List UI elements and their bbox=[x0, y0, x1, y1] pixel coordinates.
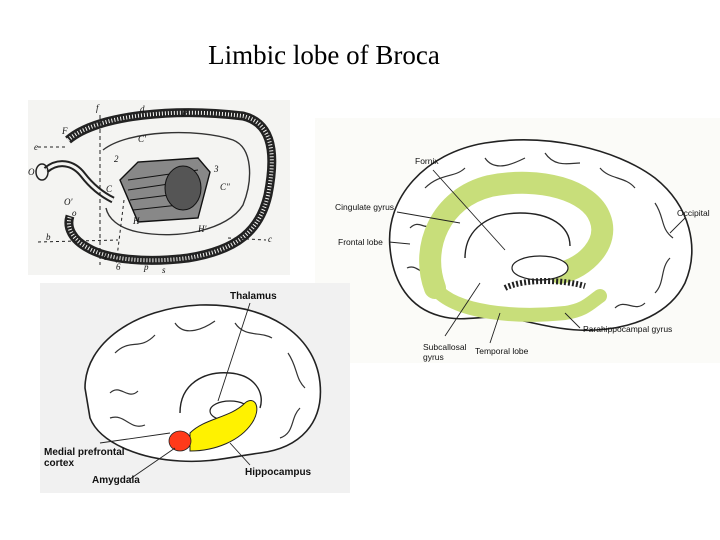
leader-cingulate bbox=[396, 211, 461, 224]
block-hatching bbox=[127, 169, 199, 211]
thalamus-shape bbox=[511, 255, 569, 281]
amygdala-region bbox=[168, 430, 192, 452]
leader-parahippocampal bbox=[564, 312, 581, 329]
leader-thalamus bbox=[217, 302, 251, 402]
limbic-band-highlight bbox=[419, 171, 614, 299]
broca-drawing-svg: f d P F e O C' 2 3 C C" O' o H H' b c i … bbox=[28, 103, 277, 275]
label-2: 2 bbox=[114, 154, 119, 164]
label-cortex: cortex bbox=[44, 458, 74, 469]
label-p-top: P bbox=[181, 108, 188, 118]
label-subcallosal: Subcallosal bbox=[423, 342, 467, 352]
leader-medial-prefrontal bbox=[99, 432, 171, 444]
amygdala-hippocampus-view: Thalamus Medial prefrontal cortex Amygda… bbox=[40, 283, 350, 493]
label-parahippocampal-gyrus: Parahippocampal gyrus bbox=[583, 324, 672, 334]
leader-temporal bbox=[489, 312, 501, 344]
label-O: O bbox=[28, 167, 35, 177]
label-s: s bbox=[162, 265, 166, 275]
label-c: c bbox=[268, 234, 272, 244]
leader-occipital bbox=[669, 217, 686, 234]
label-subcallosal-gyrus: gyrus bbox=[423, 352, 444, 362]
label-i: i bbox=[104, 252, 107, 262]
label-p: p bbox=[143, 262, 149, 272]
leader-frontal bbox=[388, 241, 411, 245]
outer-lobe-band bbox=[64, 108, 277, 265]
label-F: F bbox=[61, 126, 68, 136]
label-frontal-lobe: Frontal lobe bbox=[338, 237, 383, 247]
label-O-prime: O' bbox=[64, 197, 73, 207]
label-C: C bbox=[106, 184, 113, 194]
label-e: e bbox=[34, 142, 38, 152]
label-H-prime: H' bbox=[197, 224, 207, 234]
label-C-double-prime: C" bbox=[220, 182, 230, 192]
parahippocampal-highlight bbox=[428, 281, 607, 322]
label-o: o bbox=[72, 208, 77, 218]
label-d: d bbox=[140, 104, 145, 114]
slide-title: Limbic lobe of Broca bbox=[208, 40, 440, 70]
label-f: f bbox=[96, 103, 100, 113]
label-6: 6 bbox=[116, 262, 121, 272]
leader-hippocampus bbox=[229, 442, 251, 466]
guide-line-c bbox=[227, 237, 267, 241]
label-hippocampus: Hippocampus bbox=[245, 467, 312, 478]
label-b: b bbox=[46, 232, 51, 242]
label-cingulate-gyrus: Cingulate gyrus bbox=[335, 202, 394, 212]
limbic-diagram-svg: Fornix Cingulate gyrus Frontal lobe Subc… bbox=[335, 139, 710, 362]
label-thalamus: Thalamus bbox=[230, 291, 277, 302]
label-C-prime: C' bbox=[138, 134, 147, 144]
leader-subcallosal bbox=[444, 282, 481, 337]
hippocampal-stripes bbox=[503, 278, 586, 291]
amygdala-diagram-svg: Thalamus Medial prefrontal cortex Amygda… bbox=[44, 291, 322, 486]
leader-amygdala bbox=[129, 447, 176, 480]
label-medial-prefrontal: Medial prefrontal bbox=[44, 447, 125, 458]
inner-lobe-outline bbox=[102, 131, 251, 236]
olfactory-stalk-inner bbox=[45, 162, 114, 202]
corpus-callosum-2 bbox=[179, 372, 262, 414]
broca-limbic-lobe-drawing: f d P F e O C' 2 3 C C" O' o H H' b c i … bbox=[28, 100, 290, 275]
guide-line-b bbox=[37, 239, 119, 243]
brain-outline-2 bbox=[84, 304, 322, 463]
limbic-lobe-medial-view: Fornix Cingulate gyrus Frontal lobe Subc… bbox=[315, 118, 720, 363]
leader-fornix bbox=[432, 169, 506, 251]
hippocampus-region bbox=[189, 400, 258, 452]
label-occipital: Occipital bbox=[677, 208, 710, 218]
label-H: H bbox=[132, 216, 140, 226]
label-amygdala: Amygdala bbox=[92, 475, 140, 486]
corpus-callosum bbox=[464, 212, 571, 259]
dark-nucleus bbox=[164, 165, 202, 211]
gyri-lines-2 bbox=[109, 320, 306, 439]
label-temporal-lobe: Temporal lobe bbox=[475, 346, 529, 356]
guide-line-6 bbox=[115, 199, 125, 266]
olfactory-bulb bbox=[35, 163, 49, 181]
label-fornix: Fornix bbox=[415, 156, 439, 166]
label-3: 3 bbox=[213, 164, 219, 174]
